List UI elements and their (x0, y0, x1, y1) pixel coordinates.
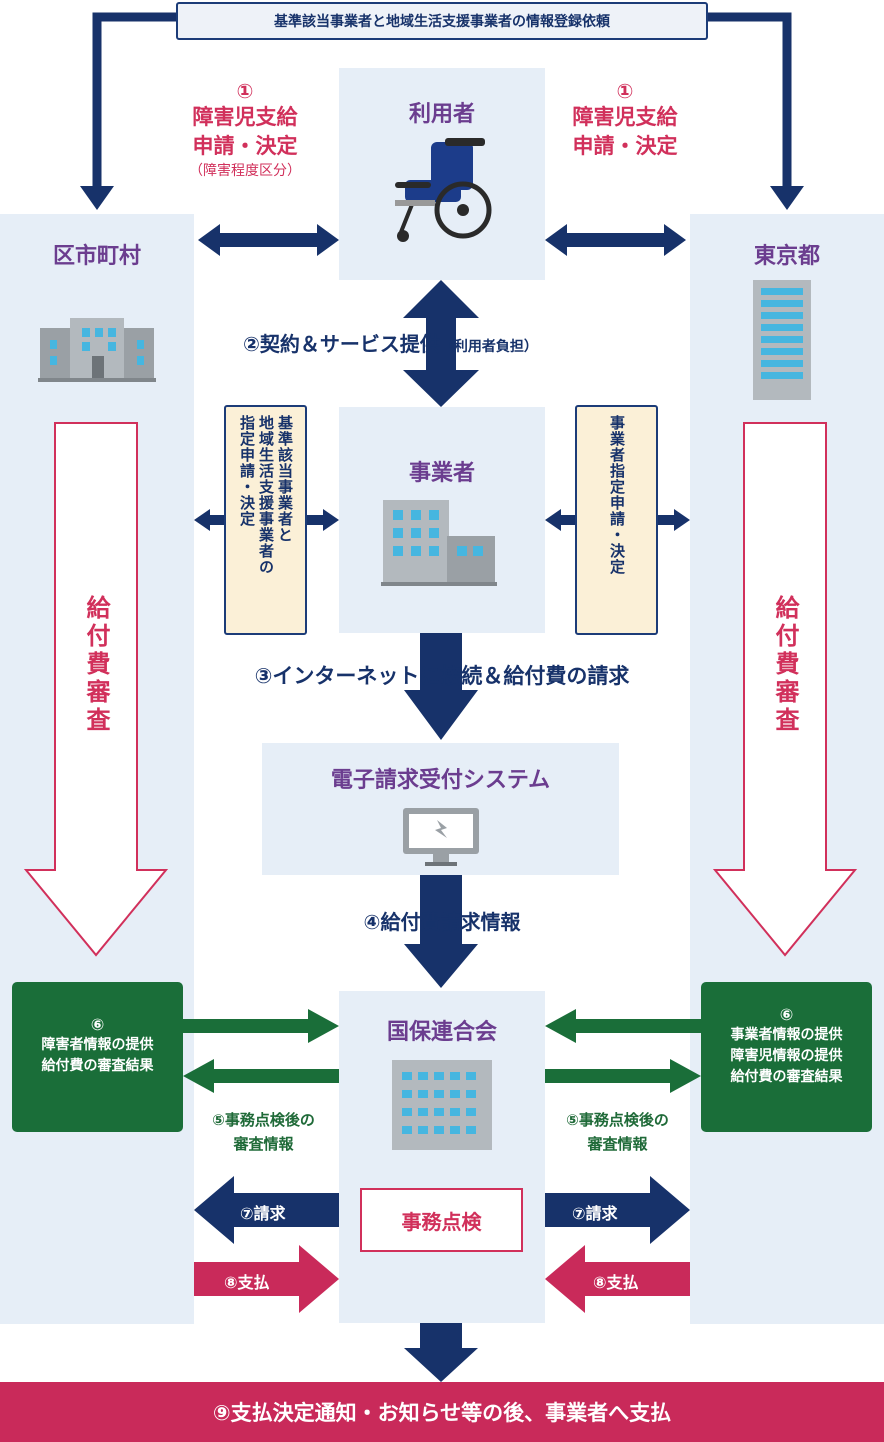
step4-label: ④給付費請求情報 (363, 910, 521, 934)
left-step1-line3: （障害程度区分） (189, 163, 301, 179)
left-step8-label: ⑧支払 (224, 1273, 270, 1292)
right-green-line2: 障害児情報の提供 (730, 1048, 843, 1064)
right-step5-label: ⑤事務点検後の 審査情報 (540, 1108, 695, 1156)
left-designation-text: 基準該当事業者と 地域生活支援事業者の 指定申請・決定 (238, 415, 294, 575)
system-title: 電子請求受付システム (330, 768, 551, 793)
bottom-bar: ⑨支払決定通知・お知らせ等の後、事業者へ支払 (0, 1382, 884, 1442)
left-green-num: ⑥ (90, 1015, 105, 1034)
office-check-label: 事務点検 (401, 1209, 482, 1234)
left-green-line1: 障害者情報の提供 (41, 1037, 154, 1053)
step2-main: ②契約＆サービス提供 (243, 332, 440, 356)
business-title: 事業者 (408, 461, 475, 486)
user-municipality-arrow (198, 224, 339, 256)
left-step1-label: ① 障害児支給 申請・決定 （障害程度区分） (150, 80, 340, 182)
left-step7-arrow (194, 1176, 339, 1244)
right-step1-line1: 障害児支給 (572, 105, 678, 129)
kokuho-title: 国保連合会 (386, 1020, 497, 1045)
right-green-line1: 事業者情報の提供 (730, 1027, 843, 1043)
left-green-arrow-to-kokuho (183, 1009, 339, 1043)
right-step7-label: ⑦請求 (572, 1204, 618, 1223)
kokuho-bottom-arrow (404, 1323, 478, 1382)
system-kokuho-arrow (404, 875, 478, 988)
right-designation-box: 事業者指定申請・決定 (575, 405, 658, 635)
right-step1-num: ① (616, 79, 634, 103)
right-green-line3: 給付費の審査結果 (730, 1069, 843, 1085)
kokuho-building-icon (392, 1060, 492, 1150)
right-green-arrow-from-kokuho (545, 1059, 701, 1093)
left-step7-label: ⑦請求 (240, 1204, 286, 1223)
right-green-num: ⑥ (779, 1005, 794, 1024)
user-tokyo-arrow (545, 224, 686, 256)
left-green-box: ⑥ 障害者情報の提供 給付費の審査結果 (12, 982, 183, 1132)
banner-right-connector (708, 12, 792, 188)
bottom-bar-label: ⑨支払決定通知・お知らせ等の後、事業者へ支払 (212, 1401, 672, 1425)
left-step5-label: ⑤事務点検後の 審査情報 (186, 1108, 341, 1156)
left-designation-box: 基準該当事業者と 地域生活支援事業者の 指定申請・決定 (224, 405, 307, 635)
left-green-line2: 給付費の審査結果 (41, 1058, 154, 1074)
tokyo-title: 東京都 (753, 244, 820, 269)
right-green-arrow-to-kokuho (545, 1009, 701, 1043)
left-step1-line2: 申請・決定 (192, 134, 298, 158)
right-review-big-arrow (712, 422, 858, 957)
right-step5-line2: 審査情報 (587, 1135, 648, 1153)
wheelchair-icon (395, 138, 492, 242)
right-step5-line1: ⑤事務点検後の (566, 1111, 669, 1129)
left-review-label: 給付費審査 (82, 595, 110, 735)
tokyo-building-icon (753, 280, 811, 400)
left-review-big-arrow (23, 422, 169, 957)
right-step8-label: ⑧支払 (593, 1273, 639, 1292)
user-business-arrow (403, 280, 479, 407)
left-step5-line1: ⑤事務点検後の (212, 1111, 315, 1129)
left-green-arrow-from-kokuho (183, 1059, 339, 1093)
right-step7-arrow (545, 1176, 690, 1244)
right-designation-text: 事業者指定申請・決定 (608, 415, 626, 575)
municipality-building-icon (38, 318, 156, 382)
left-vbox-arrow-left (194, 509, 224, 531)
right-vbox-arrow-right (658, 509, 690, 531)
left-step8-arrow (194, 1245, 339, 1313)
banner-left-arrowhead (80, 186, 114, 210)
right-vbox-arrow-left (545, 509, 575, 531)
right-step1-label: ① 障害児支給 申請・決定 (530, 80, 720, 160)
banner-left-connector (92, 12, 176, 188)
top-banner: 基準該当事業者と地域生活支援事業者の情報登録依頼 (176, 2, 708, 40)
user-title: 利用者 (408, 102, 475, 127)
monitor-icon (403, 808, 479, 866)
right-step1-line2: 申請・決定 (572, 134, 678, 158)
business-building-icon (381, 500, 497, 586)
left-vbox-arrow-right (307, 509, 339, 531)
banner-right-arrowhead (770, 186, 804, 210)
left-step1-line1: 障害児支給 (192, 105, 298, 129)
step3-label: ③インターネットに接続＆給付費の請求 (254, 664, 630, 688)
business-system-arrow (404, 633, 478, 740)
kokuho-panel (339, 991, 545, 1323)
step2-label: ②契約＆サービス提供（利用者負担） (243, 328, 663, 357)
step2-sub: （利用者負担） (439, 339, 538, 355)
right-green-box: ⑥ 事業者情報の提供 障害児情報の提供 給付費の審査結果 (701, 982, 872, 1132)
right-step8-arrow (545, 1245, 690, 1313)
office-check-box: 事務点検 (360, 1188, 523, 1252)
left-step1-num: ① (236, 79, 254, 103)
municipality-title: 区市町村 (52, 244, 141, 269)
right-review-label: 給付費審査 (771, 595, 799, 735)
left-step5-line2: 審査情報 (233, 1135, 294, 1153)
